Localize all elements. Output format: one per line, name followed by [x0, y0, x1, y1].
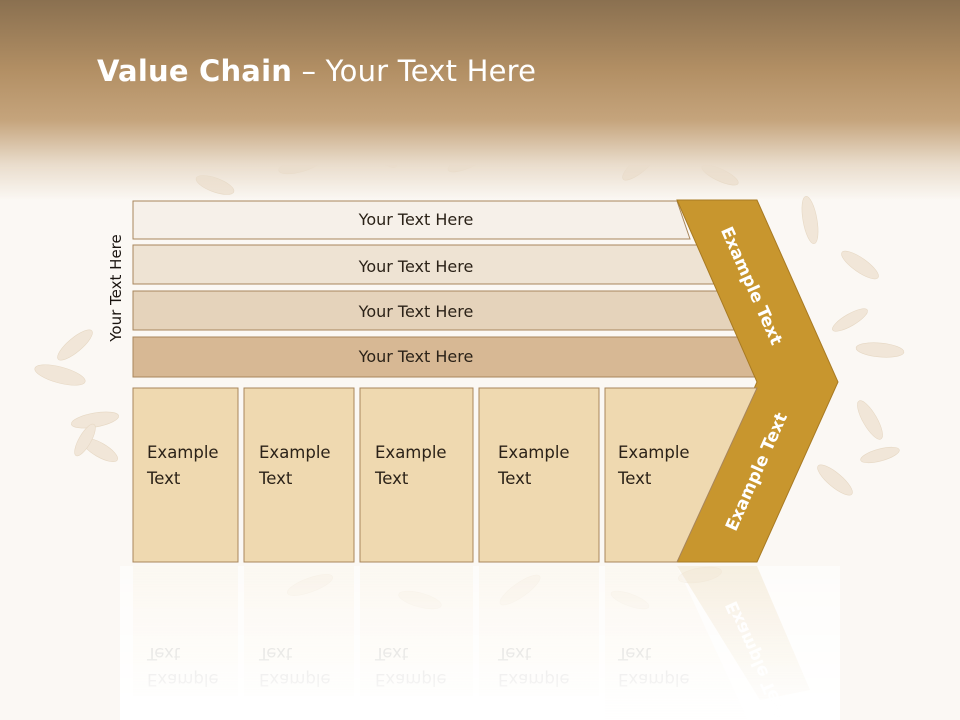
- title-rest: – Your Text Here: [292, 54, 537, 88]
- cell-line1: Example: [375, 443, 447, 462]
- band-1: Your Text Here: [132, 200, 691, 240]
- cell-3: Example Text: [359, 387, 474, 563]
- cell-line2: Text: [374, 469, 409, 488]
- title-bold: Value Chain: [97, 54, 293, 88]
- side-label: Your Text Here: [107, 234, 125, 342]
- cell-line2: Text: [617, 469, 652, 488]
- cell-line2: Text: [497, 469, 532, 488]
- cell-5: Example Text: [604, 387, 758, 563]
- cell-line1: Example: [618, 443, 690, 462]
- cell-1: Example Text: [132, 387, 239, 563]
- header-band: [0, 0, 960, 200]
- band-label: Your Text Here: [358, 257, 474, 276]
- band-4: Your Text Here: [132, 336, 763, 378]
- cell-line1: Example: [498, 443, 570, 462]
- cell-2: Example Text: [243, 387, 355, 563]
- cell-line1: Example: [147, 443, 219, 462]
- cell-line1: Example: [259, 443, 331, 462]
- slide-title: Value Chain – Your Text Here: [97, 54, 536, 88]
- cell-line2: Text: [146, 469, 181, 488]
- cell-line2: Text: [258, 469, 293, 488]
- band-label: Your Text Here: [358, 347, 474, 366]
- band-label: Your Text Here: [358, 210, 474, 229]
- band-3: Your Text Here: [132, 290, 739, 331]
- band-2: Your Text Here: [132, 244, 715, 285]
- reflection-fade: [120, 566, 840, 720]
- cell-4: Example Text: [478, 387, 600, 563]
- band-label: Your Text Here: [358, 302, 474, 321]
